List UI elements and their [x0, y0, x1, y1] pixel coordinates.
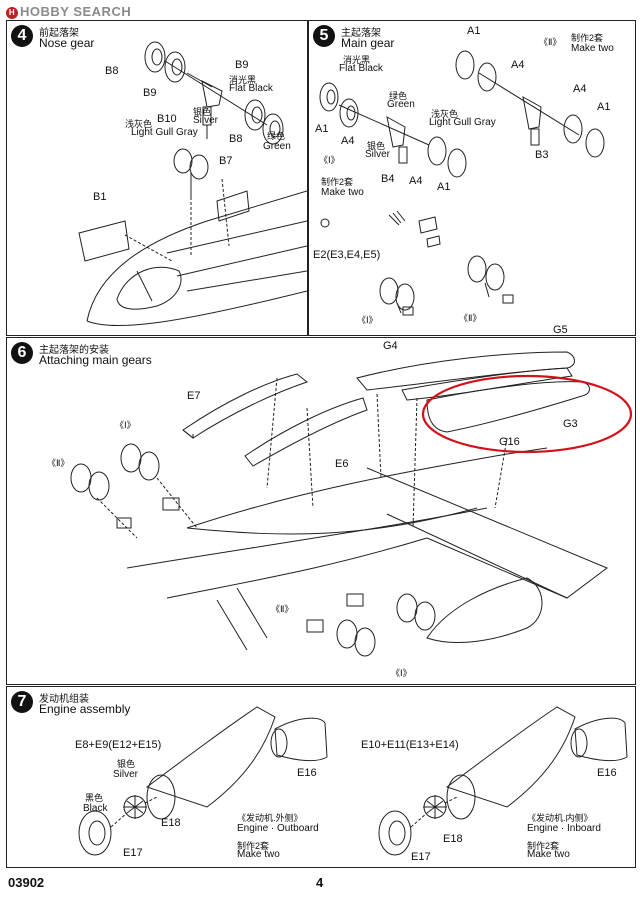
step-7-number: 7: [11, 691, 33, 713]
part-B9: B9: [143, 87, 157, 99]
part-A4-right: A4: [573, 83, 587, 95]
part-E17-left: E17: [123, 847, 143, 859]
part-B1: B1: [93, 191, 107, 203]
part-E10-E11-group: E10+E11(E13+E14): [361, 739, 459, 751]
step-6-title-en: Attaching main gears: [39, 353, 152, 367]
step-7-title-en: Engine assembly: [39, 702, 131, 716]
part-A4-left: A4: [341, 135, 355, 147]
color-silver: Silver: [193, 115, 219, 126]
main-gear-drawing: [319, 50, 605, 316]
step-5-panel: 5 主起落架 Main gear: [308, 20, 636, 336]
color-flat-black-cn: 消光黑: [343, 55, 371, 65]
part-B9-right: B9: [235, 59, 249, 71]
note-inboard-cn: 《发动机.内侧》: [527, 813, 593, 823]
paren-mark-6b: 《Ⅱ》: [47, 458, 70, 468]
part-G4: G4: [383, 340, 398, 352]
part-G16: G16: [499, 436, 520, 448]
step-4-panel: 4 前起落架 Nose gear: [6, 20, 308, 336]
part-E18-right: E18: [443, 833, 463, 845]
page-number: 4: [316, 875, 324, 890]
paren-mark-e2-left: 《Ⅰ》: [357, 315, 378, 325]
part-A1-left: A1: [315, 123, 329, 135]
hobby-search-logo: H: [6, 7, 18, 19]
color-light-gull-gray: Light Gull Gray: [429, 117, 496, 128]
step-7-panel: 7 发动机组装 Engine assembly E8+E9(E12+E15): [6, 686, 636, 868]
part-A4-bottom: A4: [409, 175, 423, 187]
part-A1-right: A1: [597, 101, 611, 113]
nose-gear-drawing: [78, 41, 307, 327]
color-silver-cn: 银色: [117, 759, 136, 769]
color-silver-cn: 银色: [367, 141, 386, 151]
color-green-cn: 绿色: [267, 131, 286, 141]
part-E16-right: E16: [597, 767, 617, 779]
part-A1-top: A1: [467, 25, 481, 37]
paren-mark-6c: 《Ⅰ》: [391, 668, 412, 678]
step-6-title-cn: 主起落架的安装: [39, 345, 109, 356]
part-B4: B4: [381, 173, 395, 185]
note-outboard-cn: 《发动机.外侧》: [237, 813, 303, 823]
part-E6: E6: [335, 458, 349, 470]
step-4-number: 4: [11, 25, 33, 47]
make-two-cn-right: 制作2套: [527, 841, 560, 851]
color-silver-cn: 银色: [193, 107, 212, 117]
make-two-left: Make two: [237, 849, 280, 860]
part-E2-group: E2(E3,E4,E5): [313, 249, 381, 261]
part-A4-top: A4: [511, 59, 525, 71]
color-light-gull-gray: Light Gull Gray: [131, 127, 198, 138]
part-G5: G5: [553, 324, 568, 336]
part-B8-right: B8: [229, 133, 243, 145]
paren-mark-top: 《Ⅱ》: [539, 37, 562, 47]
step-5-number: 5: [313, 25, 335, 47]
step-7-title-cn: 发动机组装: [39, 694, 89, 705]
color-green: Green: [387, 99, 415, 110]
step-5-title-cn: 主起落架: [341, 28, 381, 39]
highlight-circle: [421, 374, 633, 454]
part-A1-bottom: A1: [437, 181, 451, 193]
part-E8-E9-group: E8+E9(E12+E15): [75, 739, 162, 751]
make-two-cn-left: 制作2套: [237, 841, 270, 851]
part-B7: B7: [219, 155, 233, 167]
step-4-title-en: Nose gear: [39, 36, 95, 50]
color-black-cn: 黑色: [85, 793, 104, 803]
attaching-main-gears-drawing: [70, 351, 633, 657]
step-6-number: 6: [11, 342, 33, 364]
color-light-gull-gray-cn: 浅灰色: [125, 119, 153, 129]
make-two-top: Make two: [571, 43, 614, 54]
color-flat-black: Flat Black: [339, 63, 383, 74]
part-B3: B3: [535, 149, 549, 161]
step-6-panel: 6 主起落架的安装 Attaching main gears: [6, 324, 636, 685]
note-outboard: Engine · Outboard: [237, 823, 319, 834]
part-G3: G3: [563, 418, 578, 430]
part-E18-left: E18: [161, 817, 181, 829]
paren-mark-e2-right: 《Ⅱ》: [459, 313, 482, 323]
make-two-right: Make two: [527, 849, 570, 860]
color-flat-black: Flat Black: [229, 83, 273, 94]
part-E17-right: E17: [411, 851, 431, 863]
watermark-text: HOBBY SEARCH: [20, 4, 132, 19]
engine-assembly-drawing: [78, 706, 628, 856]
color-silver: Silver: [113, 769, 139, 780]
make-two-cn-top: 制作2套: [571, 33, 604, 43]
part-B8: B8: [105, 65, 119, 77]
color-flat-black-cn: 消光黑: [229, 75, 257, 85]
color-light-gull-gray-cn: 浅灰色: [431, 109, 459, 119]
color-silver: Silver: [365, 149, 391, 160]
make-two-bottom: Make two: [321, 187, 364, 198]
product-code: 03902: [8, 875, 45, 890]
note-inboard: Engine · Inboard: [527, 823, 601, 834]
part-E16-left: E16: [297, 767, 317, 779]
step-4-title-cn: 前起落架: [39, 28, 79, 39]
part-B10: B10: [157, 113, 177, 125]
color-green: Green: [263, 141, 291, 152]
paren-mark-left: 《Ⅰ》: [319, 155, 340, 165]
color-black: Black: [83, 803, 108, 814]
make-two-cn-bottom: 制作2套: [321, 177, 354, 187]
step-5-title-en: Main gear: [341, 36, 395, 50]
part-E7: E7: [187, 390, 201, 402]
paren-mark-6d: 《Ⅱ》: [271, 604, 294, 614]
paren-mark-6a: 《Ⅰ》: [115, 420, 136, 430]
color-green-cn: 绿色: [389, 91, 408, 101]
